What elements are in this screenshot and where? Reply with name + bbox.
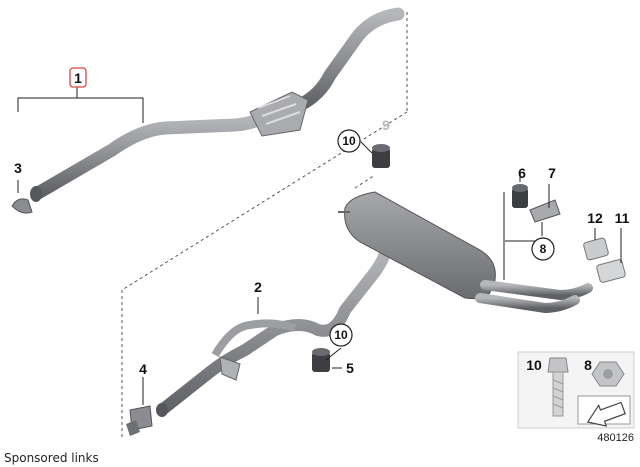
callout-8-label: 8 — [540, 242, 547, 256]
callout-4[interactable]: 4 — [139, 361, 147, 377]
figure-id: 480126 — [597, 432, 634, 444]
legend-bolt-label: 10 — [526, 357, 542, 373]
callout-5[interactable]: 5 — [346, 360, 354, 376]
callout-3[interactable]: 3 — [14, 160, 22, 176]
front-pipe-catalytic-converter[interactable] — [30, 7, 405, 202]
callout-10-top[interactable]: 10 — [337, 129, 361, 153]
pipe-clamp-4[interactable] — [126, 405, 153, 436]
sponsored-links-label: Sponsored links — [4, 451, 99, 465]
callout-12[interactable]: 12 — [587, 210, 603, 226]
legend-nut-label: 8 — [584, 357, 592, 373]
callout-10-bottom[interactable]: 10 — [329, 323, 353, 347]
rubber-mount-10-top[interactable] — [372, 144, 390, 168]
middle-pipe[interactable] — [156, 242, 392, 417]
callout-6[interactable]: 6 — [518, 165, 526, 181]
bracket-7[interactable] — [529, 199, 561, 223]
tailpipe-sleeve-12[interactable] — [583, 237, 609, 261]
callout-10-top-label: 10 — [342, 134, 356, 148]
callout-7[interactable]: 7 — [548, 165, 556, 181]
callout-1[interactable]: 1 — [69, 67, 87, 88]
callout-9[interactable]: 9 — [382, 117, 390, 133]
rubber-mount-6[interactable] — [512, 184, 528, 208]
callout-2[interactable]: 2 — [254, 279, 262, 295]
arrow-box-icon — [577, 395, 631, 427]
callout-1-label: 1 — [74, 70, 82, 86]
tailpipe-sleeve-11[interactable] — [596, 259, 626, 283]
rubber-mount-10-bottom[interactable] — [312, 348, 330, 372]
callout-10-bottom-label: 10 — [334, 328, 348, 342]
exhaust-parts-diagram: 1 3 2 4 5 6 7 9 12 11 10 10 8 10 8 — [11, 7, 635, 444]
bolt-icon — [547, 357, 569, 417]
fastener-legend: 10 8 — [517, 351, 635, 429]
callout-8[interactable]: 8 — [531, 237, 555, 261]
pipe-clamp-3[interactable] — [11, 198, 33, 214]
callout-11[interactable]: 11 — [615, 210, 630, 226]
leader-lines — [17, 87, 622, 405]
nut-icon — [591, 361, 625, 387]
rear-muffler[interactable] — [338, 191, 593, 314]
